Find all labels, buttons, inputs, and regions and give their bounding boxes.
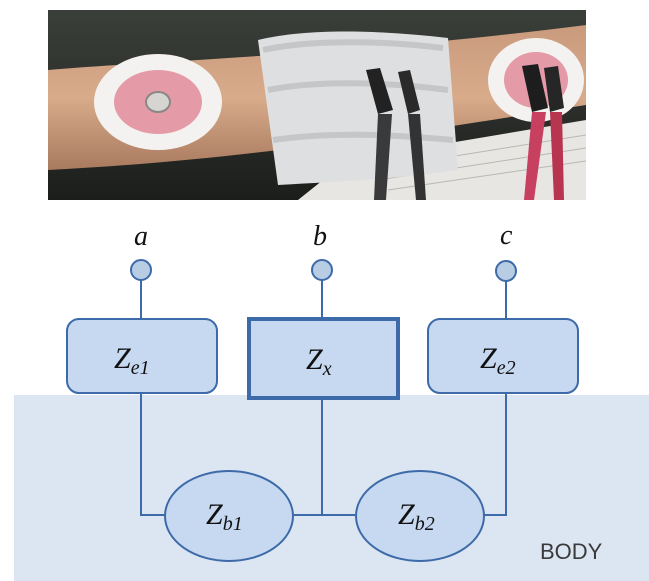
- ze1-box: [67, 319, 217, 393]
- body-label: BODY: [540, 539, 603, 564]
- terminal-label-a: a: [134, 221, 148, 252]
- terminal-a: [131, 260, 151, 280]
- terminal-c: [496, 261, 516, 281]
- terminal-b: [312, 260, 332, 280]
- terminal-label-c: c: [500, 220, 513, 251]
- ze2-box: [428, 319, 578, 393]
- terminal-label-b: b: [313, 221, 327, 252]
